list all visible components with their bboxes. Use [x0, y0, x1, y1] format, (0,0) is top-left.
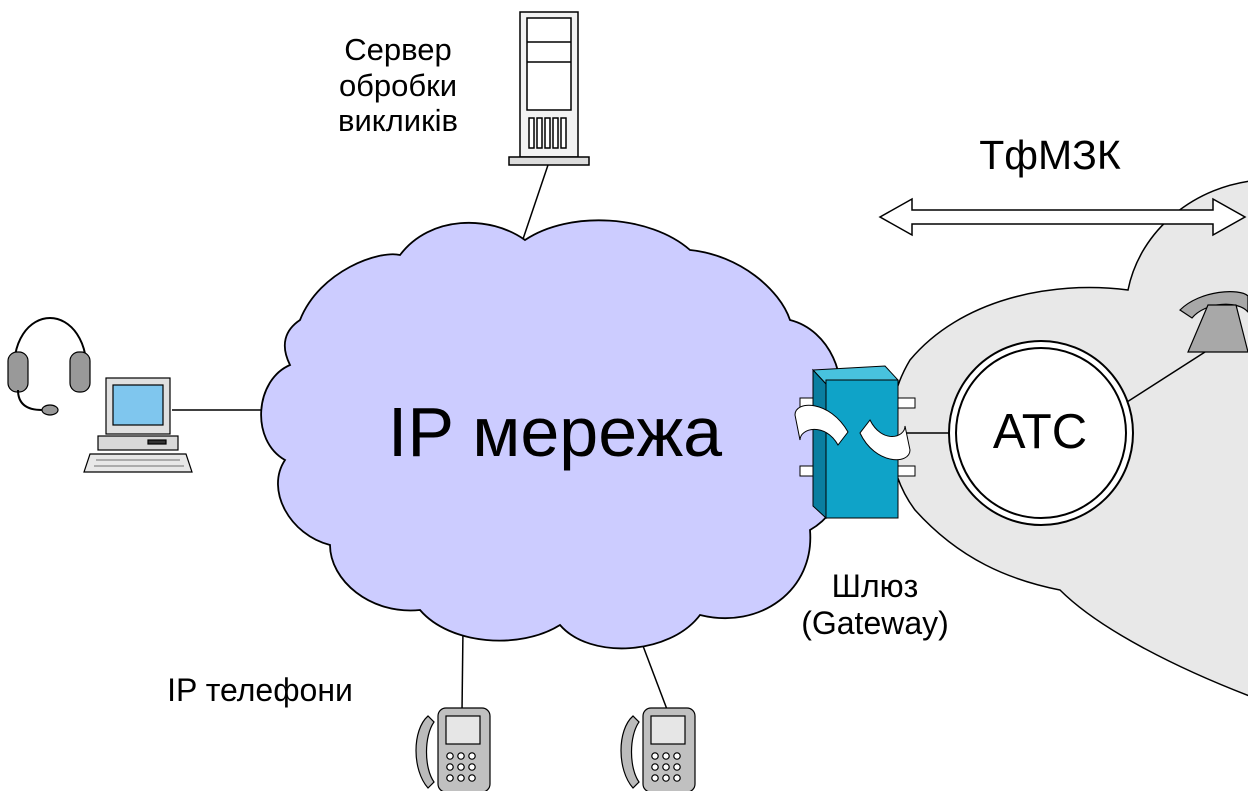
atc-label: АТС: [992, 405, 1088, 459]
gateway-label-line1: Шлюз: [831, 568, 919, 604]
computer-icon: [83, 377, 193, 473]
pstn-double-arrow: [878, 197, 1247, 237]
server-icon: [508, 11, 590, 166]
ip-phone-icon: [620, 707, 696, 791]
server-label-line1: Сервер: [344, 32, 452, 67]
ip-phones-label: IP телефони: [167, 672, 353, 708]
server-label: Сервер обробки викликів: [318, 32, 478, 139]
server-label-line3: викликів: [337, 103, 459, 139]
server-link: [521, 164, 549, 243]
gateway-icon: [794, 365, 916, 520]
atc-phone-link: [1126, 351, 1206, 403]
ip-phone-icon: [415, 707, 491, 791]
gateway-label-line2: (Gateway): [801, 604, 949, 641]
ip-network-label: IP мережа: [387, 393, 723, 471]
pstn-label: ТфМЗК: [979, 132, 1121, 178]
phone2-link: [639, 637, 669, 713]
ip-network-cloud: [260, 219, 849, 650]
connection-lines: [172, 164, 1206, 713]
telephone-icon: [1179, 291, 1248, 353]
headset-icon: [7, 316, 91, 416]
atc-inner-ring: [955, 347, 1127, 519]
server-label-line2: обробки: [338, 67, 458, 103]
gateway-label: Шлюз (Gateway): [770, 568, 980, 642]
phone1-link: [461, 627, 464, 713]
